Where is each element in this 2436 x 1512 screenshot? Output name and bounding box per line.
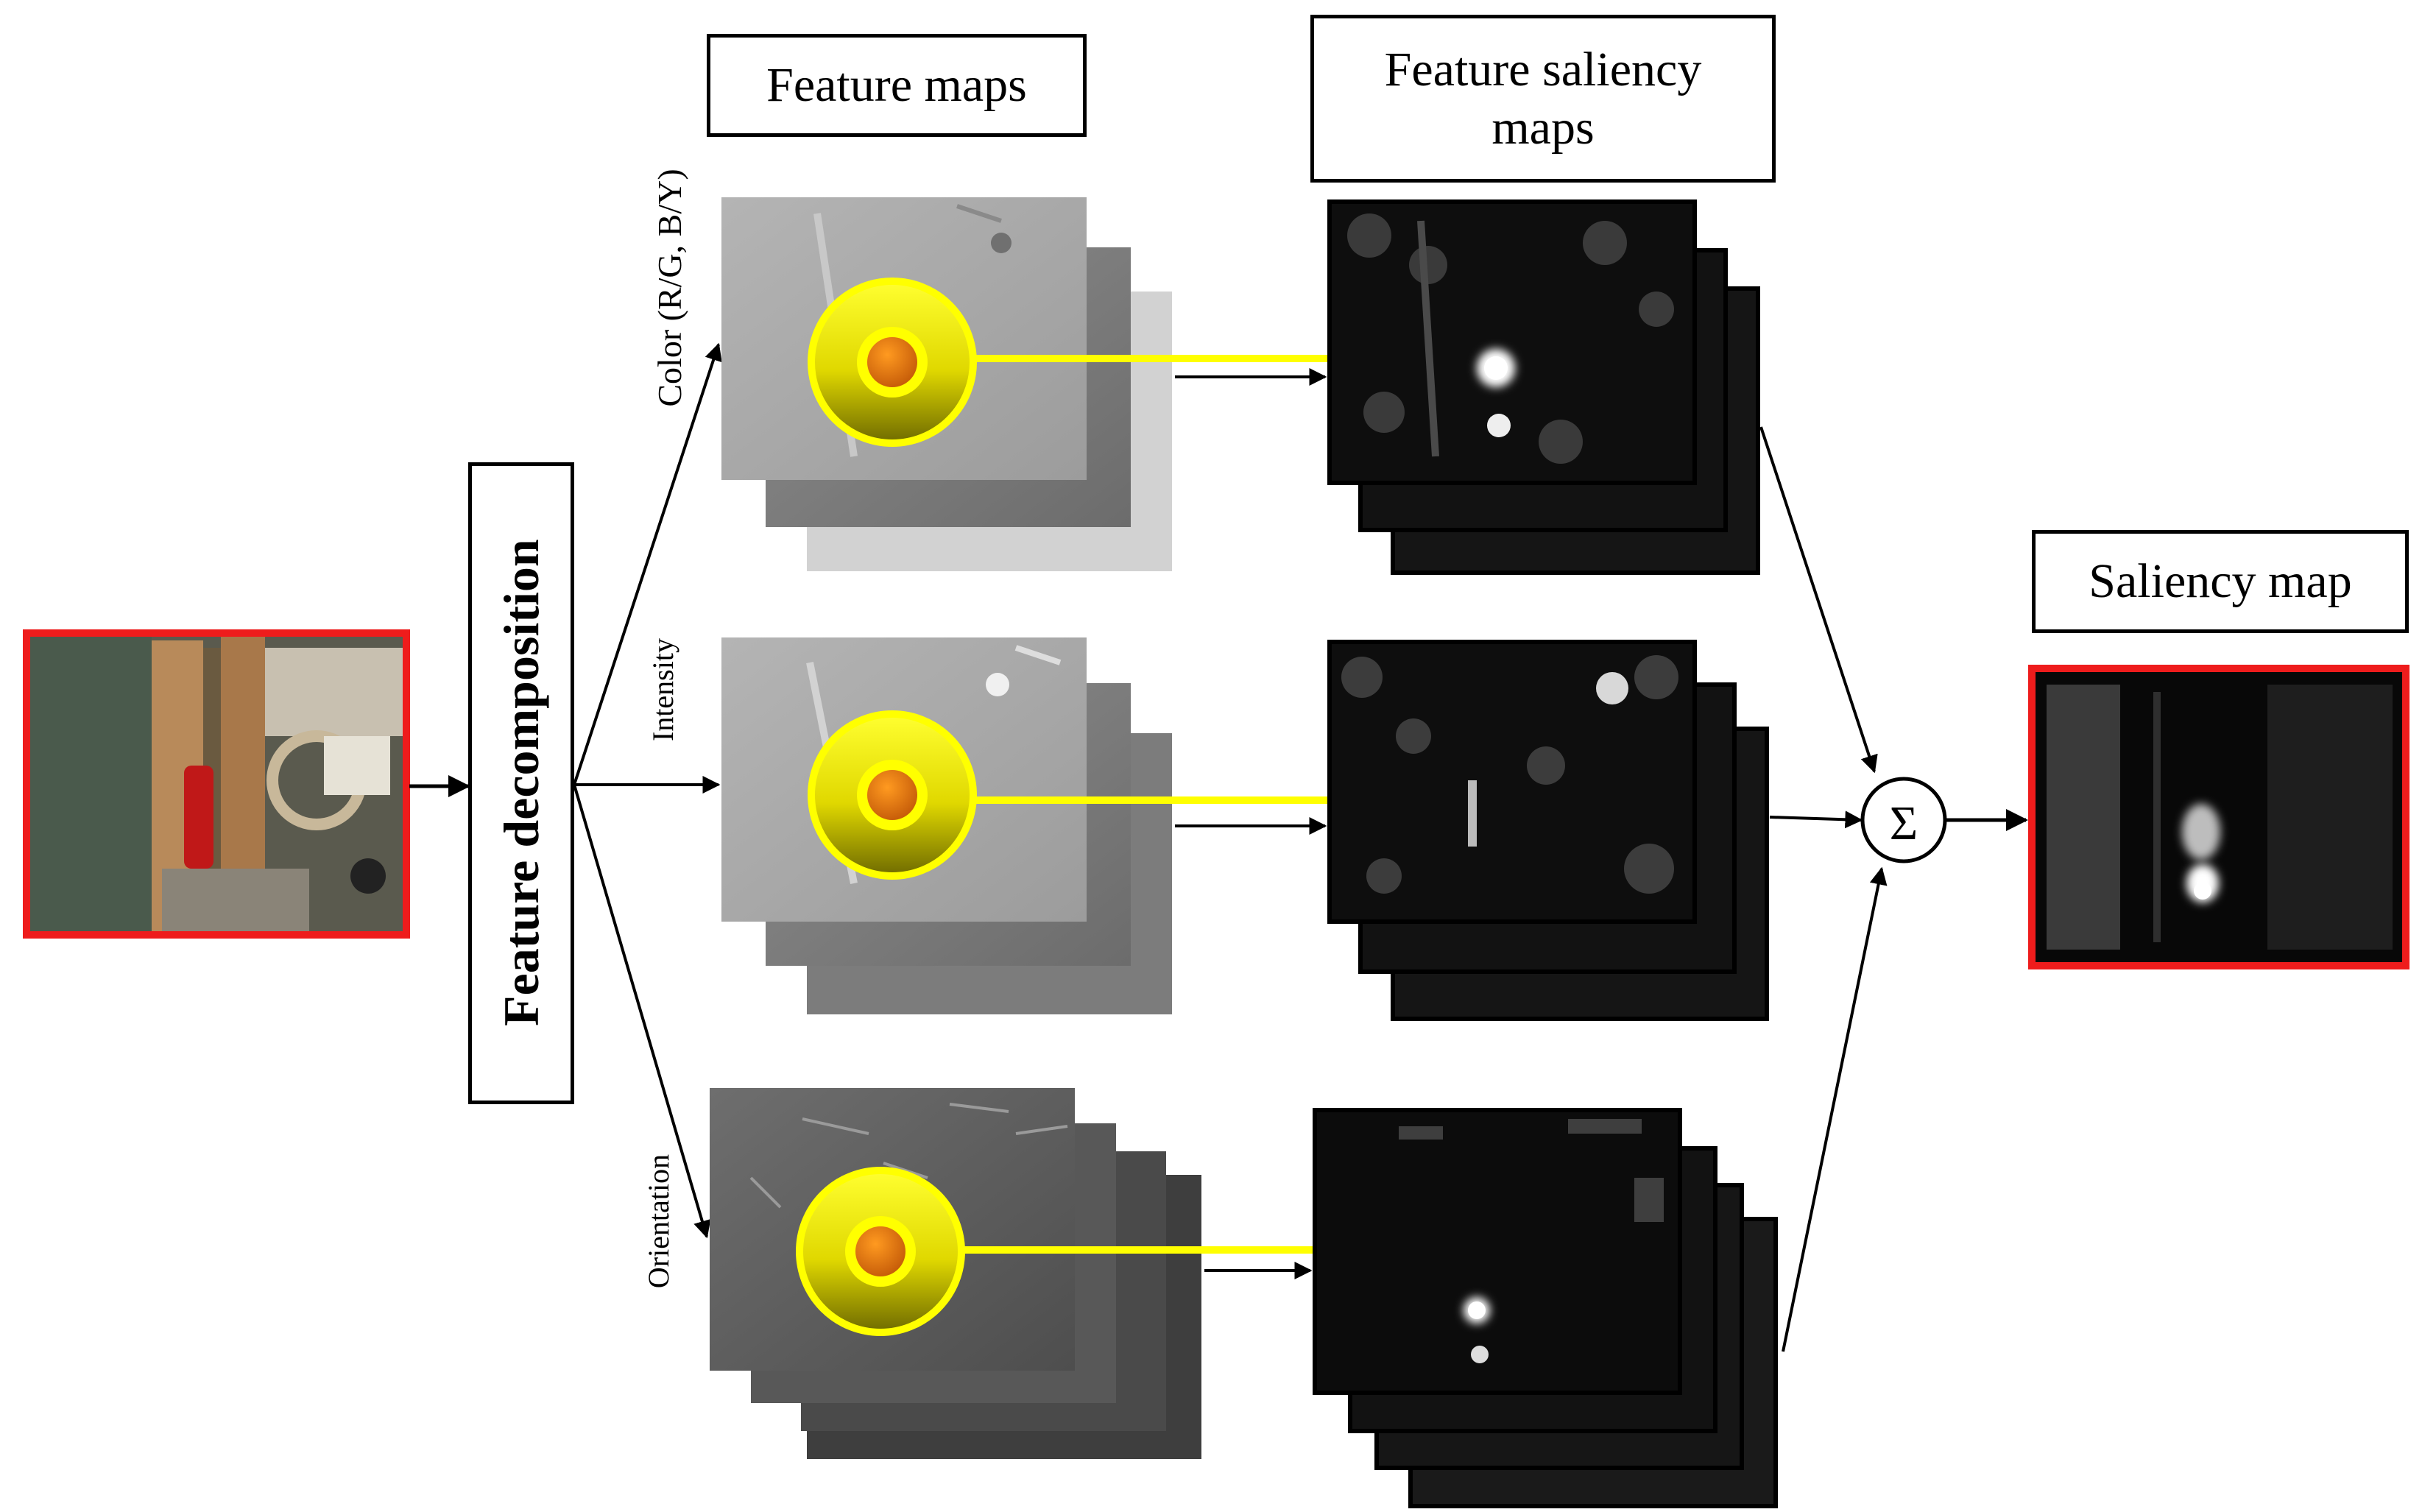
color-saliency-maps-stack <box>1327 199 1760 575</box>
saliency-map-title-box: Saliency map <box>2032 530 2409 633</box>
saliency-map-red-frame <box>2028 665 2409 969</box>
color-target-icon <box>808 278 977 447</box>
orientation-target-icon <box>796 1167 965 1336</box>
orientation-saliency-maps-stack <box>1313 1108 1778 1508</box>
intensity-saliency-maps-stack <box>1327 640 1769 1021</box>
arrow-color-saliency-to-sum <box>1759 426 1878 774</box>
feature-decomposition-box <box>468 462 574 1104</box>
sum-symbol: Σ <box>1890 796 1918 850</box>
arrow-to-orientation <box>573 784 711 1239</box>
arrow-to-color <box>573 342 722 785</box>
feature-saliency-maps-title: Feature saliency maps <box>1384 42 1702 155</box>
input-image <box>23 629 410 939</box>
feature-maps-title-box: Feature maps <box>707 34 1087 137</box>
channel-label-color: Color (R/G, B/Y) <box>651 169 688 407</box>
feature-maps-title: Feature maps <box>766 58 1027 113</box>
feature-decomposition-label: Feature decomposition <box>493 539 549 1026</box>
arrow-orientation-saliency-to-sum <box>1782 866 1888 1352</box>
channel-label-intensity: Intensity <box>646 638 679 741</box>
fire-extinguisher-shape <box>184 766 213 869</box>
feature-saliency-maps-title-box: Feature saliency maps <box>1310 15 1776 183</box>
final-saliency-map <box>2028 665 2409 969</box>
input-image-red-frame <box>23 629 410 939</box>
channel-label-orientation: Orientation <box>642 1154 675 1289</box>
intensity-target-icon <box>808 710 977 880</box>
arrow-intensity-saliency-to-sum <box>1769 810 1863 829</box>
saliency-map-title: Saliency map <box>2089 554 2352 609</box>
